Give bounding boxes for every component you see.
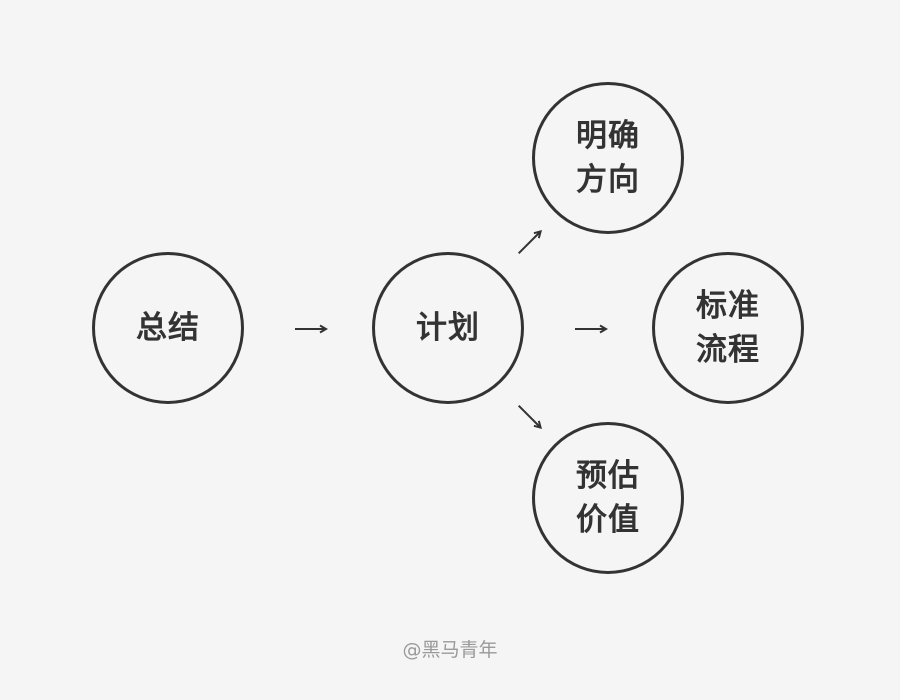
node-plan: 计划	[372, 252, 524, 404]
node-clear-direction: 明确 方向	[532, 82, 684, 234]
node-clear-direction-label-line1: 明确	[576, 118, 640, 154]
watermark: @黑马青年	[402, 639, 498, 661]
node-summary: 总结	[92, 252, 244, 404]
node-standard-process-label-line2: 流程	[696, 332, 760, 368]
node-estimate-value-label-line1: 预估	[576, 458, 640, 494]
arrow-summary-to-plan	[295, 324, 328, 334]
node-clear-direction-label-line2: 方向	[576, 162, 640, 198]
node-standard-process-label-line1: 标准	[696, 288, 760, 324]
node-standard-process: 标准 流程	[652, 252, 804, 404]
arrow-plan-to-estimate-value	[517, 404, 543, 430]
node-estimate-value: 预估 价值	[532, 422, 684, 574]
node-summary-label: 总结	[136, 310, 200, 346]
arrow-plan-to-clear-direction	[517, 229, 543, 255]
node-plan-label: 计划	[416, 310, 480, 346]
node-estimate-value-label-line2: 价值	[576, 502, 640, 538]
arrow-plan-to-standard-process	[575, 324, 608, 334]
